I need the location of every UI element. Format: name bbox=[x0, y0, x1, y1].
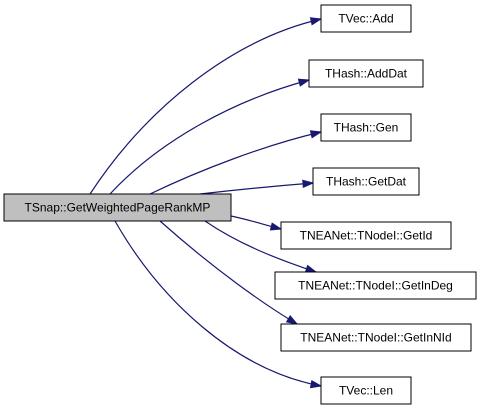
callee-node-box bbox=[274, 271, 477, 300]
arrowhead-icon bbox=[269, 222, 283, 231]
call-edge bbox=[109, 79, 310, 195]
callee-node-tneanet-getinnid[interactable]: TNEANet::TNodeI::GetInNId bbox=[280, 323, 472, 352]
callee-node-tneanet-getindeg[interactable]: TNEANet::TNodeI::GetInDeg bbox=[274, 271, 477, 300]
arrowhead-icon bbox=[309, 130, 323, 139]
callee-node-box bbox=[320, 376, 412, 405]
call-edge bbox=[89, 18, 322, 195]
root-node[interactable]: TSnap::GetWeightedPageRankMP bbox=[3, 193, 232, 222]
call-edge bbox=[149, 131, 322, 195]
callee-node-label: THash::AddDat bbox=[325, 67, 408, 81]
arrowhead-icon bbox=[309, 379, 323, 389]
callee-node-box bbox=[312, 167, 420, 196]
callee-node-box bbox=[280, 323, 472, 352]
callee-node-thash-adddat[interactable]: THash::AddDat bbox=[308, 59, 424, 88]
callee-node-thash-gen[interactable]: THash::Gen bbox=[320, 113, 412, 142]
callee-node-label: THash::GetDat bbox=[326, 175, 407, 189]
arrowhead-icon bbox=[302, 179, 315, 189]
callee-node-box bbox=[280, 221, 452, 250]
callee-node-label: TNEANet::TNodeI::GetInNId bbox=[300, 331, 451, 345]
callee-node-label: THash::Gen bbox=[334, 121, 399, 135]
callee-node-box bbox=[308, 59, 424, 88]
call-edge bbox=[204, 220, 317, 273]
callee-node-tvec-add[interactable]: TVec::Add bbox=[320, 4, 412, 33]
callee-node-thash-getdat[interactable]: THash::GetDat bbox=[312, 167, 420, 196]
node-layer: TSnap::GetWeightedPageRankMP TVec::Add T… bbox=[3, 4, 477, 405]
callee-node-label: TVec::Add bbox=[338, 12, 393, 26]
callee-node-label: TVec::Len bbox=[339, 384, 393, 398]
call-edge bbox=[114, 220, 322, 387]
callee-node-label: TNEANet::TNodeI::GetId bbox=[300, 229, 433, 243]
arrowhead-icon bbox=[285, 315, 299, 325]
call-edge bbox=[199, 182, 314, 195]
root-node-box bbox=[3, 193, 232, 222]
arrowhead-icon bbox=[309, 17, 323, 26]
root-node-label: TSnap::GetWeightedPageRankMP bbox=[25, 201, 211, 215]
arrowhead-icon bbox=[297, 78, 311, 87]
callee-node-tneanet-getid[interactable]: TNEANet::TNodeI::GetId bbox=[280, 221, 452, 250]
call-edge bbox=[159, 220, 298, 325]
callee-node-label: TNEANet::TNodeI::GetInDeg bbox=[298, 279, 453, 293]
callee-node-tvec-len[interactable]: TVec::Len bbox=[320, 376, 412, 405]
callee-node-box bbox=[320, 4, 412, 33]
arrowhead-icon bbox=[304, 264, 318, 273]
edge-layer bbox=[89, 17, 323, 389]
callee-node-box bbox=[320, 113, 412, 142]
